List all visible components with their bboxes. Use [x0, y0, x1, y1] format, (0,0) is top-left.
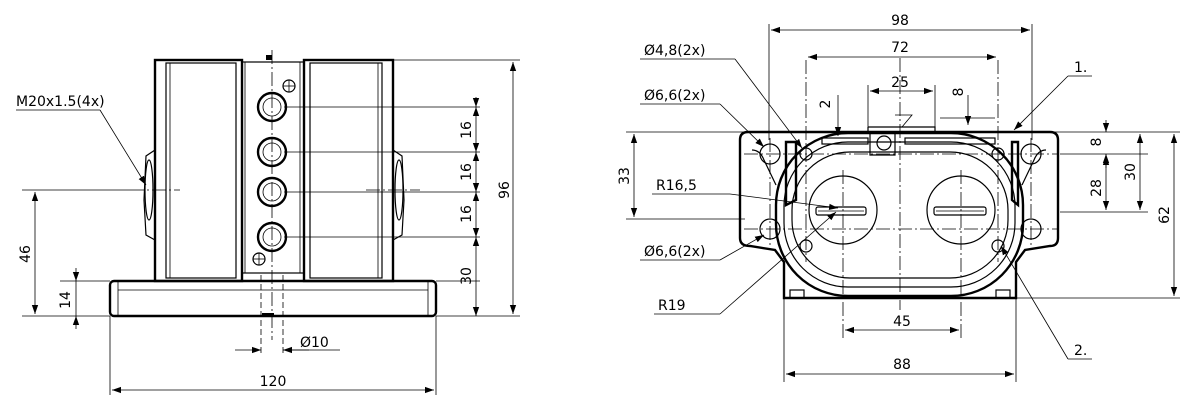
- dim-45: 45: [893, 314, 911, 330]
- dim-pitch-1: 16: [459, 121, 475, 139]
- side-view: 98 72 25 2 8 8 28 30 62 33: [617, 13, 1180, 382]
- dim-25: 25: [891, 75, 909, 91]
- dim-8-top: 8: [951, 88, 967, 97]
- dim-120: 120: [260, 374, 287, 390]
- housing-oval-outer: [774, 131, 1025, 298]
- dim-28: 28: [1089, 179, 1105, 197]
- center-plate: [241, 61, 305, 274]
- front-view: 96 16 16 16 30 46 14 M20x1.5(4x) Ø10: [16, 50, 520, 395]
- dim-2: 2: [818, 100, 834, 109]
- dim-96: 96: [497, 181, 513, 199]
- callout-r19: R19: [658, 298, 686, 314]
- dim-hole-dia: Ø10: [300, 335, 329, 351]
- thread-label: M20x1.5(4x): [16, 94, 105, 110]
- callout-r165: R16,5: [656, 178, 697, 194]
- dim-8-right: 8: [1089, 138, 1105, 147]
- dim-33: 33: [617, 167, 633, 185]
- dim-pitch-2: 16: [459, 163, 475, 181]
- dim-pitch-3: 16: [459, 205, 475, 223]
- housing-left: [153, 58, 244, 283]
- item-1-label: 1.: [1074, 60, 1087, 76]
- dim-46: 46: [18, 245, 34, 263]
- dim-62: 62: [1157, 206, 1173, 224]
- flange-outline: [738, 130, 1060, 300]
- base-plate: [108, 279, 438, 318]
- callout-hole-66-bottom: Ø6,6(2x): [644, 244, 705, 260]
- dim-88: 88: [893, 357, 911, 373]
- dim-98: 98: [891, 13, 909, 29]
- housing-right: [302, 58, 395, 283]
- item-2-label: 2.: [1074, 343, 1087, 359]
- callout-hole-48: Ø4,8(2x): [644, 43, 705, 59]
- dim-14: 14: [58, 291, 74, 309]
- dim-72: 72: [891, 40, 909, 56]
- dim-30: 30: [459, 267, 475, 285]
- dim-30: 30: [1123, 163, 1139, 181]
- callout-hole-66-top: Ø6,6(2x): [644, 88, 705, 104]
